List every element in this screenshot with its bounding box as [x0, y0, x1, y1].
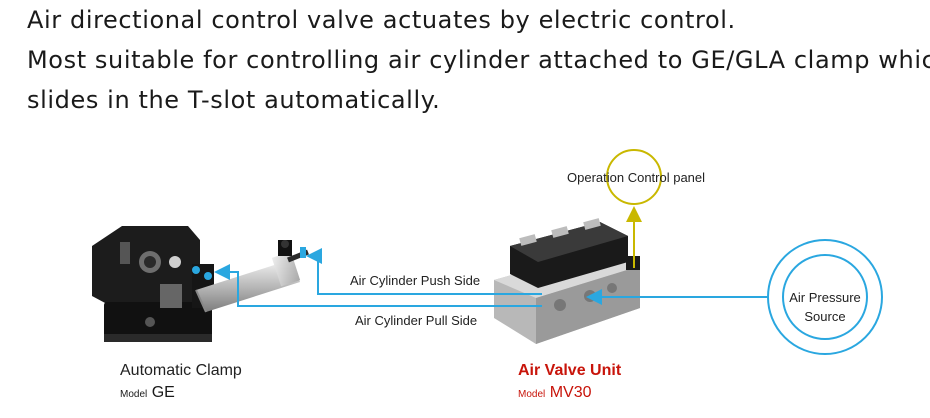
air-source-label-line1: Air Pressure [789, 290, 861, 305]
valve-caption-model: Model MV30 [518, 384, 592, 402]
valve-model-prefix: Model [518, 389, 546, 400]
valve-model-value: MV30 [549, 384, 592, 401]
clamp-caption-title: Automatic Clamp [120, 362, 242, 379]
intro-line-3: slides in the T-slot automatically. [27, 86, 441, 114]
air-pressure-source-label: Air Pressure Source [785, 288, 865, 326]
operation-control-panel-node [606, 149, 662, 205]
operation-control-panel-label: Operation Control panel [567, 170, 706, 185]
intro-text: Air directional control valve actuates b… [27, 0, 930, 120]
clamp-caption-model: Model GE [120, 384, 175, 402]
air-cylinder-image [195, 240, 309, 313]
air-source-label-line2: Source [804, 309, 846, 324]
pull-side-label: Air Cylinder Pull Side [355, 313, 478, 328]
pull-side-arrow [214, 264, 542, 307]
clamp-model-prefix: Model [120, 389, 148, 400]
air-valve-unit-image [494, 218, 640, 344]
automatic-clamp-image [92, 226, 214, 342]
push-side-arrow [306, 248, 542, 295]
intro-line-2: Most suitable for controlling air cylind… [27, 46, 930, 74]
valve-caption-title: Air Valve Unit [518, 362, 622, 379]
push-side-label: Air Cylinder Push Side [350, 273, 481, 288]
intro-line-1: Air directional control valve actuates b… [27, 6, 736, 34]
clamp-model-value: GE [151, 384, 175, 401]
